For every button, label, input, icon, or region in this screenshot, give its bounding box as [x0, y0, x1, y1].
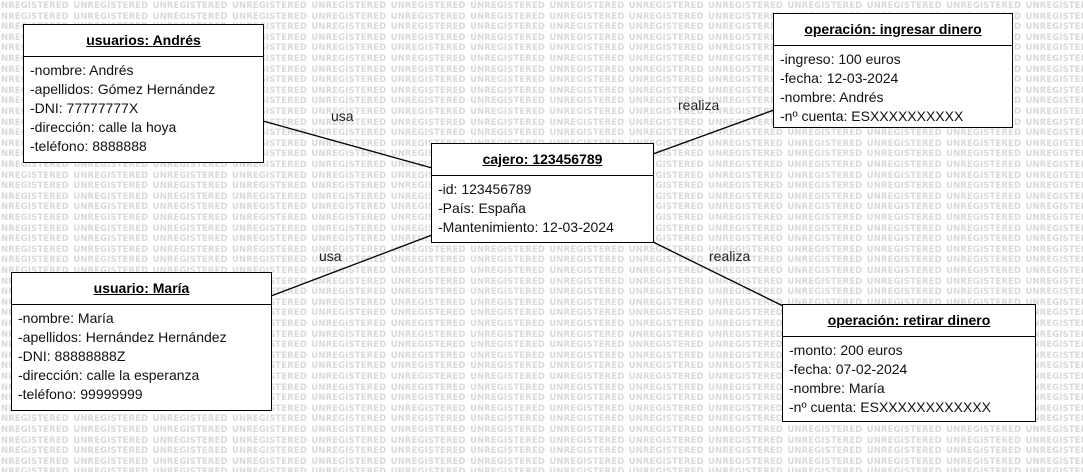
- watermark-row: UNREGISTERED UNREGISTERED UNREGISTERED U…: [0, 392, 1083, 403]
- watermark-row: UNREGISTERED UNREGISTERED UNREGISTERED U…: [0, 53, 1083, 63]
- object-usuario-maria[interactable]: usuario: María -nombre: María -apellidos…: [11, 272, 272, 411]
- attribute-monto: -monto: 200 euros: [789, 342, 903, 358]
- watermark-row: UNREGISTERED UNREGISTERED UNREGISTERED U…: [0, 74, 1083, 85]
- watermark-row: UNREGISTERED UNREGISTERED UNREGISTERED U…: [0, 360, 1083, 371]
- watermark-row: UNREGISTERED UNREGISTERED UNREGISTERED U…: [0, 137, 1083, 148]
- watermark-row: UNREGISTERED UNREGISTERED UNREGISTERED U…: [0, 265, 1083, 275]
- attribute-nombre: -nombre: María: [18, 310, 114, 326]
- object-cajero[interactable]: cajero: 123456789 -id: 123456789 -País: …: [431, 143, 654, 243]
- watermark-row: UNREGISTERED UNREGISTERED UNREGISTERED U…: [0, 63, 1083, 74]
- watermark-row: UNREGISTERED UNREGISTERED UNREGISTERED U…: [0, 84, 1083, 95]
- link-label-maria-usa: usa: [319, 248, 342, 264]
- watermark-row: UNREGISTERED UNREGISTERED UNREGISTERED U…: [0, 116, 1083, 127]
- link-cajero-retirar: [652, 241, 784, 307]
- link-label-andres-usa: usa: [331, 108, 354, 124]
- watermark-row: UNREGISTERED UNREGISTERED UNREGISTERED U…: [0, 434, 1083, 445]
- watermark-row: UNREGISTERED UNREGISTERED UNREGISTERED U…: [0, 10, 1083, 21]
- object-attributes: -ingreso: 100 euros -fecha: 12-03-2024 -…: [774, 46, 1012, 126]
- watermark-row: UNREGISTERED UNREGISTERED UNREGISTERED U…: [0, 328, 1083, 339]
- attribute-apellidos: -apellidos: Gómez Hernández: [30, 81, 216, 97]
- attribute-nombre: -nombre: María: [789, 380, 885, 396]
- watermark-row: UNREGISTERED UNREGISTERED UNREGISTERED U…: [0, 0, 1083, 10]
- attribute-numero-cuenta: -nº cuenta: ESXXXXXXXXXXXX: [789, 399, 991, 415]
- attribute-pais: -País: España: [438, 200, 526, 216]
- object-title: operación: retirar dinero: [783, 305, 1035, 337]
- attribute-id: -id: 123456789: [438, 181, 532, 197]
- attribute-dni: -DNI: 88888888Z: [18, 348, 126, 364]
- watermark-row: UNREGISTERED UNREGISTERED UNREGISTERED U…: [0, 243, 1083, 254]
- watermark-row: UNREGISTERED UNREGISTERED UNREGISTERED U…: [0, 275, 1083, 286]
- object-title: usuario: María: [12, 273, 271, 305]
- link-andres-cajero: [262, 120, 433, 169]
- object-title: cajero: 123456789: [432, 144, 653, 176]
- attribute-ingreso: -ingreso: 100 euros: [780, 51, 901, 67]
- watermark-row: UNREGISTERED UNREGISTERED UNREGISTERED U…: [0, 445, 1083, 456]
- watermark-row: UNREGISTERED UNREGISTERED UNREGISTERED U…: [0, 424, 1083, 434]
- watermark-row: UNREGISTERED UNREGISTERED UNREGISTERED U…: [0, 413, 1083, 424]
- object-operacion-ingresar[interactable]: operación: ingresar dinero -ingreso: 100…: [773, 13, 1013, 128]
- object-operacion-retirar[interactable]: operación: retirar dinero -monto: 200 eu…: [782, 304, 1036, 422]
- attribute-nombre: -nombre: Andrés: [780, 89, 884, 105]
- attribute-fecha: -fecha: 12-03-2024: [780, 70, 899, 86]
- object-title: operación: ingresar dinero: [774, 14, 1012, 46]
- watermark-row: UNREGISTERED UNREGISTERED UNREGISTERED U…: [0, 254, 1083, 265]
- watermark-row: UNREGISTERED UNREGISTERED UNREGISTERED U…: [0, 296, 1083, 307]
- object-attributes: -nombre: María -apellidos: Hernández Her…: [12, 305, 271, 404]
- attribute-direccion: -dirección: calle la esperanza: [18, 367, 200, 383]
- attribute-telefono: -teléfono: 99999999: [18, 386, 143, 402]
- object-usuario-andres[interactable]: usuarios: Andrés -nombre: Andrés -apelli…: [23, 24, 264, 163]
- object-attributes: -nombre: Andrés -apellidos: Gómez Hernán…: [24, 57, 263, 156]
- watermark-row: UNREGISTERED UNREGISTERED UNREGISTERED U…: [0, 286, 1083, 297]
- watermark-row: UNREGISTERED UNREGISTERED UNREGISTERED U…: [0, 95, 1083, 106]
- object-title: usuarios: Andrés: [24, 25, 263, 57]
- watermark-row: UNREGISTERED UNREGISTERED UNREGISTERED U…: [0, 307, 1083, 318]
- object-attributes: -id: 123456789 -País: España -Mantenimie…: [432, 176, 653, 237]
- attribute-numero-cuenta: -nº cuenta: ESXXXXXXXXXX: [780, 108, 964, 124]
- watermark-row: UNREGISTERED UNREGISTERED UNREGISTERED U…: [0, 318, 1083, 328]
- watermark-row: UNREGISTERED UNREGISTERED UNREGISTERED U…: [0, 106, 1083, 116]
- watermark-row: UNREGISTERED UNREGISTERED UNREGISTERED U…: [0, 381, 1083, 392]
- attribute-nombre: -nombre: Andrés: [30, 62, 134, 78]
- watermark-row: UNREGISTERED UNREGISTERED UNREGISTERED U…: [0, 349, 1083, 360]
- attribute-telefono: -teléfono: 8888888: [30, 138, 147, 154]
- attribute-apellidos: -apellidos: Hernández Hernández: [18, 329, 227, 345]
- attribute-direccion: -dirección: calle la hoya: [30, 119, 177, 135]
- attribute-mantenimiento: -Mantenimiento: 12-03-2024: [438, 219, 614, 235]
- attribute-dni: -DNI: 77777777X: [30, 100, 139, 116]
- link-label-ingresar-realiza: realiza: [678, 97, 720, 113]
- link-maria-cajero: [270, 234, 433, 297]
- watermark-row: UNREGISTERED UNREGISTERED UNREGISTERED U…: [0, 402, 1083, 413]
- watermark-row: UNREGISTERED UNREGISTERED UNREGISTERED U…: [0, 127, 1083, 138]
- watermark-row: UNREGISTERED UNREGISTERED UNREGISTERED U…: [0, 466, 1083, 472]
- watermark-row: UNREGISTERED UNREGISTERED UNREGISTERED U…: [0, 31, 1083, 42]
- watermark-row: UNREGISTERED UNREGISTERED UNREGISTERED U…: [0, 42, 1083, 53]
- link-label-retirar-realiza: realiza: [709, 248, 751, 264]
- watermark-row: UNREGISTERED UNREGISTERED UNREGISTERED U…: [0, 339, 1083, 350]
- attribute-fecha: -fecha: 07-02-2024: [789, 361, 908, 377]
- object-attributes: -monto: 200 euros -fecha: 07-02-2024 -no…: [783, 337, 1035, 417]
- link-cajero-ingresar: [652, 109, 775, 155]
- watermark-row: UNREGISTERED UNREGISTERED UNREGISTERED U…: [0, 371, 1083, 381]
- watermark-row: UNREGISTERED UNREGISTERED UNREGISTERED U…: [0, 21, 1083, 32]
- watermark-row: UNREGISTERED UNREGISTERED UNREGISTERED U…: [0, 455, 1083, 466]
